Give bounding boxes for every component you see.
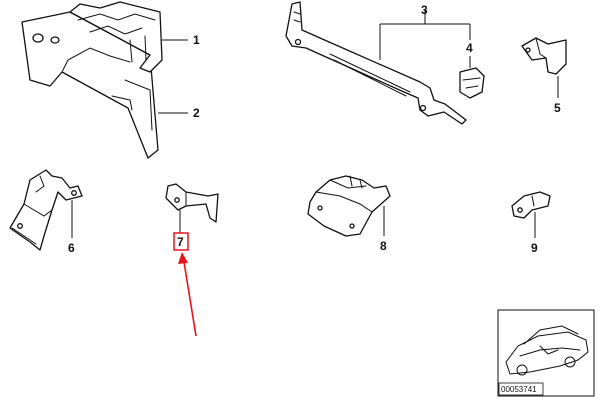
callout-8[interactable]: 8 <box>380 239 387 253</box>
callout-4[interactable]: 4 <box>466 41 473 55</box>
callout-3[interactable]: 3 <box>421 3 428 17</box>
callout-2[interactable]: 2 <box>193 106 200 120</box>
callout-1[interactable]: 1 <box>193 33 200 47</box>
small-bracket-part-7 <box>165 183 219 223</box>
small-bracket-part-5 <box>521 37 567 75</box>
cradle-part-8 <box>307 175 391 237</box>
angled-bracket-part-6 <box>9 169 83 251</box>
highlight-box <box>173 232 189 251</box>
red-arrow-indicator <box>178 252 197 337</box>
callout-7[interactable]: 7 <box>177 235 184 249</box>
support-bracket-part <box>285 1 467 125</box>
thumbnail-code: 00053741 <box>501 385 537 394</box>
callout-9[interactable]: 9 <box>531 241 538 255</box>
tab-clip-part-9 <box>511 191 551 219</box>
clip-part <box>459 67 485 99</box>
vehicle-thumbnail[interactable]: 00053741 <box>497 309 595 397</box>
console-bracket-part <box>21 1 163 159</box>
callout-5[interactable]: 5 <box>554 101 561 115</box>
callout-6[interactable]: 6 <box>68 241 75 255</box>
